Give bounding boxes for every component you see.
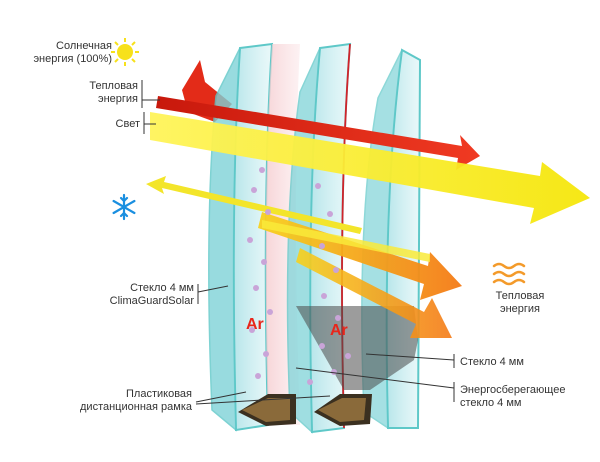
label-thermal-energy-out: Тепловая энергия — [495, 290, 545, 315]
label-spacer-frame: Пластиковая дистанционная рамка — [80, 388, 192, 413]
heat-waves-icon — [492, 262, 526, 286]
spacer-frames — [238, 306, 418, 426]
label-energy-saving-glass: Энергосберегающее стекло 4 мм — [460, 384, 566, 409]
argon-label-left: Ar — [246, 316, 264, 333]
callout-lines — [141, 80, 455, 405]
label-light: Свет — [115, 118, 140, 130]
snowflake-icon — [112, 193, 136, 221]
light-arrow-reflected — [146, 176, 362, 234]
label-thermal-energy-in: Тепловая энергия — [89, 80, 138, 105]
label-glass-4mm: Стекло 4 мм — [460, 356, 524, 368]
heat-arrow-incoming — [156, 96, 480, 170]
sun-icon — [111, 38, 139, 66]
argon-particles — [247, 167, 351, 385]
light-arrow-incoming — [150, 112, 590, 224]
argon-label-right: Ar — [330, 322, 348, 339]
label-glass-climaguard: Стекло 4 мм ClimaGuardSolar — [109, 282, 194, 307]
light-arrow-lower — [262, 220, 430, 262]
label-solar-energy: Солнечная энергия (100%) — [33, 40, 112, 65]
